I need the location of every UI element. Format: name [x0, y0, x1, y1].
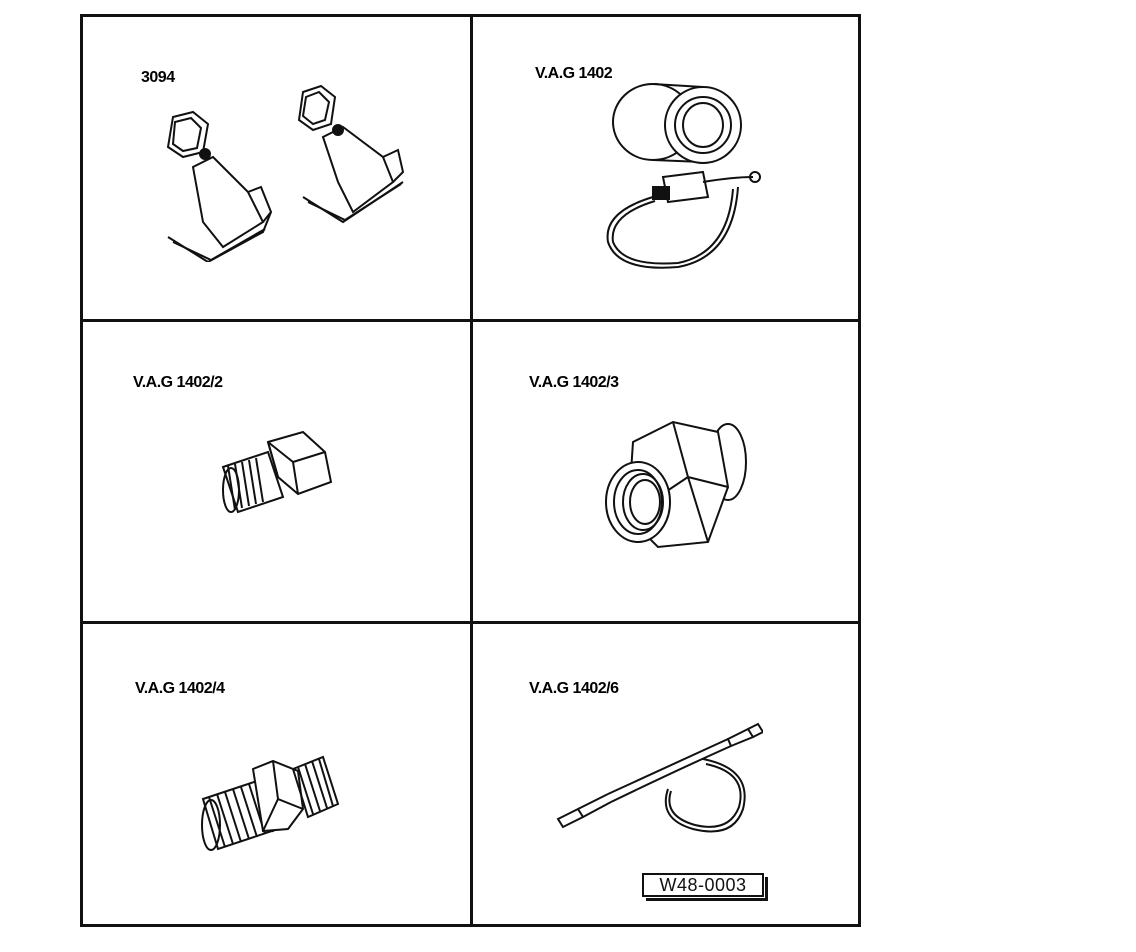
tool-label: 3094 [141, 69, 175, 86]
row-divider [83, 621, 858, 624]
tool-cell: V.A.G 1402/6 [473, 624, 861, 927]
tool-label: V.A.G 1402/4 [135, 680, 225, 697]
tool-label: V.A.G 1402/3 [529, 374, 619, 391]
tool-label: V.A.G 1402 [535, 65, 613, 82]
figure-ref-shadow [646, 877, 768, 901]
tool-cell: V.A.G 1402 [473, 17, 861, 319]
tool-sheet: 3094 V.A.G 1402 [80, 14, 861, 927]
row-divider [83, 319, 858, 322]
threaded-adapter-icon [193, 749, 343, 859]
tool-label: V.A.G 1402/6 [529, 680, 619, 697]
tool-cell: V.A.G 1402/3 [473, 322, 861, 621]
tool-cell: 3094 [83, 17, 470, 319]
tool-label: V.A.G 1402/2 [133, 374, 223, 391]
column-divider [470, 17, 473, 924]
tool-cell: V.A.G 1402/2 [83, 322, 470, 621]
figure-ref: W48-0003 [642, 873, 764, 897]
hose-icon [553, 709, 763, 849]
clamp-pair-icon [153, 72, 423, 262]
tool-cell: V.A.G 1402/4 [83, 624, 470, 927]
small-adapter-icon [213, 422, 343, 522]
pressure-gauge-icon [593, 77, 793, 277]
hex-adapter-icon [603, 417, 763, 557]
